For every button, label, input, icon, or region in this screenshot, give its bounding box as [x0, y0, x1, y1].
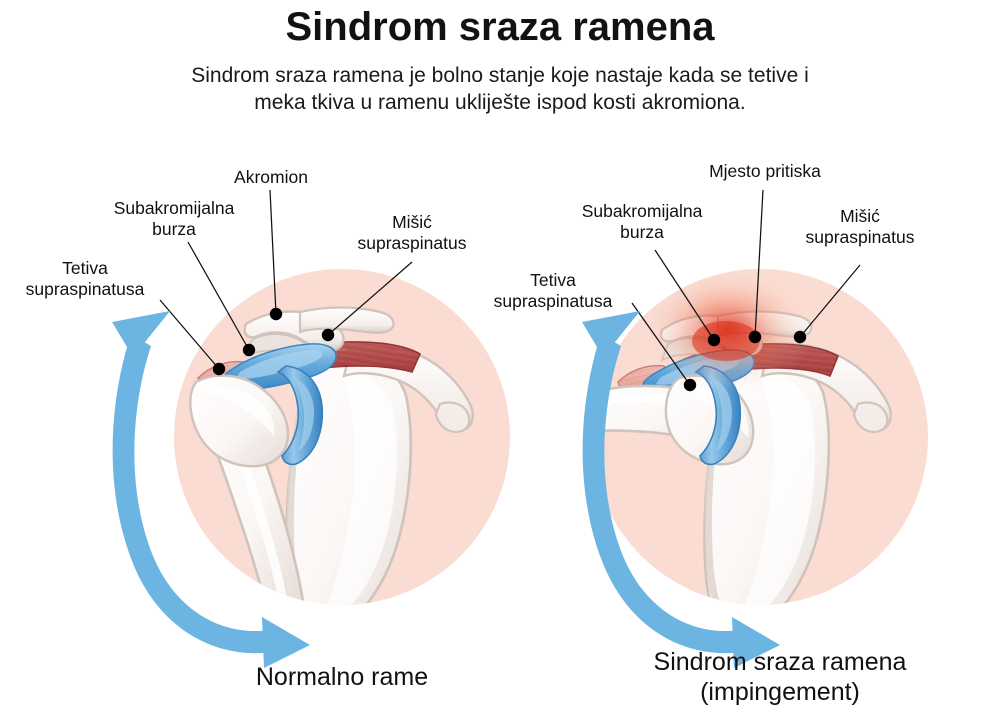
coracoid-tip-right: [852, 401, 889, 434]
arrow-head-up-right: [582, 311, 640, 357]
label-line-1: Subakromijalna: [113, 198, 235, 218]
panel-normal-shoulder: [112, 189, 510, 668]
coracoid-tip-left: [434, 401, 471, 434]
label-line-2: supraspinatus: [357, 233, 467, 253]
label-line-1: Mjesto pritiska: [709, 161, 821, 181]
caption-line-1: Normalno rame: [255, 663, 429, 691]
motion-arrow-left: [112, 311, 310, 668]
caption-normal-shoulder: Normalno rame: [172, 663, 512, 693]
leader-burza-right: [654, 249, 715, 341]
dot-misic-right: [793, 330, 807, 344]
label-akromion-left: Akromion: [196, 167, 346, 188]
dot-misic-left: [321, 328, 335, 342]
dot-akromion-left: [269, 307, 283, 321]
glenohumeral-capsule-left: [276, 365, 324, 466]
page-title: Sindrom sraza ramena: [285, 5, 715, 49]
label-line-1: Mišić: [840, 206, 880, 226]
anatomy-left: [189, 306, 474, 605]
leader-lines-left: [159, 189, 413, 370]
leader-burza-left: [187, 241, 250, 351]
caption-line-2: (impingement): [700, 677, 860, 706]
label-subakromijalna-burza-right: Subakromijalna burza: [552, 201, 732, 243]
label-subakromijalna-burza-left: Subakromijalna burza: [84, 198, 264, 240]
label-line-1: Tetiva: [62, 258, 108, 278]
panel-impingement-shoulder: [582, 189, 928, 668]
arrow-head-right-left: [262, 617, 310, 668]
leader-misic-left: [327, 261, 413, 336]
label-line-1: Subakromijalna: [581, 201, 703, 221]
label-tetiva-supraspinatusa-left: Tetiva supraspinatusa: [0, 258, 170, 300]
arrow-head-up-left: [112, 311, 170, 357]
dot-tetiva-right: [683, 378, 697, 392]
clavicle-left: [298, 306, 395, 334]
leader-tetiva-left: [159, 299, 220, 370]
label-line-1: Mišić: [392, 212, 432, 232]
leader-pritisak-right: [754, 189, 764, 338]
label-line-2: burza: [152, 219, 196, 239]
page-subtitle: Sindrom sraza ramena je bolno stanje koj…: [110, 62, 890, 117]
label-misic-supraspinatus-right: Mišić supraspinatus: [778, 206, 942, 248]
label-tetiva-supraspinatusa-right: Tetiva supraspinatusa: [468, 270, 638, 312]
leader-dots-left: [212, 307, 335, 376]
label-line-2: burza: [620, 222, 664, 242]
inflammation-core: [692, 321, 760, 361]
humeral-head-left: [189, 374, 290, 468]
label-line-2: supraspinatus: [805, 227, 915, 247]
humeral-head-highlight-left: [206, 387, 275, 436]
label-line-1: Tetiva: [530, 270, 576, 290]
arrow-head-right-right: [732, 617, 780, 668]
subtitle-line-1: Sindrom sraza ramena je bolno stanje koj…: [191, 64, 809, 87]
leader-dots-right: [683, 330, 807, 392]
leader-lines-right: [631, 189, 861, 386]
scapula-body-shading-left: [322, 366, 397, 605]
subtitle-line-2: meka tkiva u ramenu ukliješte ispod kost…: [254, 91, 746, 115]
label-line-1: Akromion: [234, 167, 308, 187]
label-line-2: supraspinatusa: [493, 291, 613, 311]
dot-tetiva-left: [212, 362, 226, 376]
dot-burza-left: [242, 343, 256, 357]
label-misic-supraspinatus-left: Mišić supraspinatus: [330, 212, 494, 254]
caption-impingement: Sindrom sraza ramena (impingement): [610, 648, 950, 707]
dot-pritisak-right: [748, 330, 762, 344]
label-mjesto-pritiska-right: Mjesto pritiska: [680, 161, 850, 182]
caption-line-1: Sindrom sraza ramena: [653, 648, 907, 676]
label-line-2: supraspinatusa: [25, 279, 145, 299]
leader-misic-right: [799, 264, 861, 338]
leader-akromion-left: [269, 189, 277, 315]
scapula-body-shading-right: [740, 366, 815, 605]
leader-tetiva-right: [631, 302, 691, 386]
dot-burza-right: [707, 333, 721, 347]
anatomy-right: [592, 269, 892, 605]
motion-arrow-right: [582, 311, 780, 668]
